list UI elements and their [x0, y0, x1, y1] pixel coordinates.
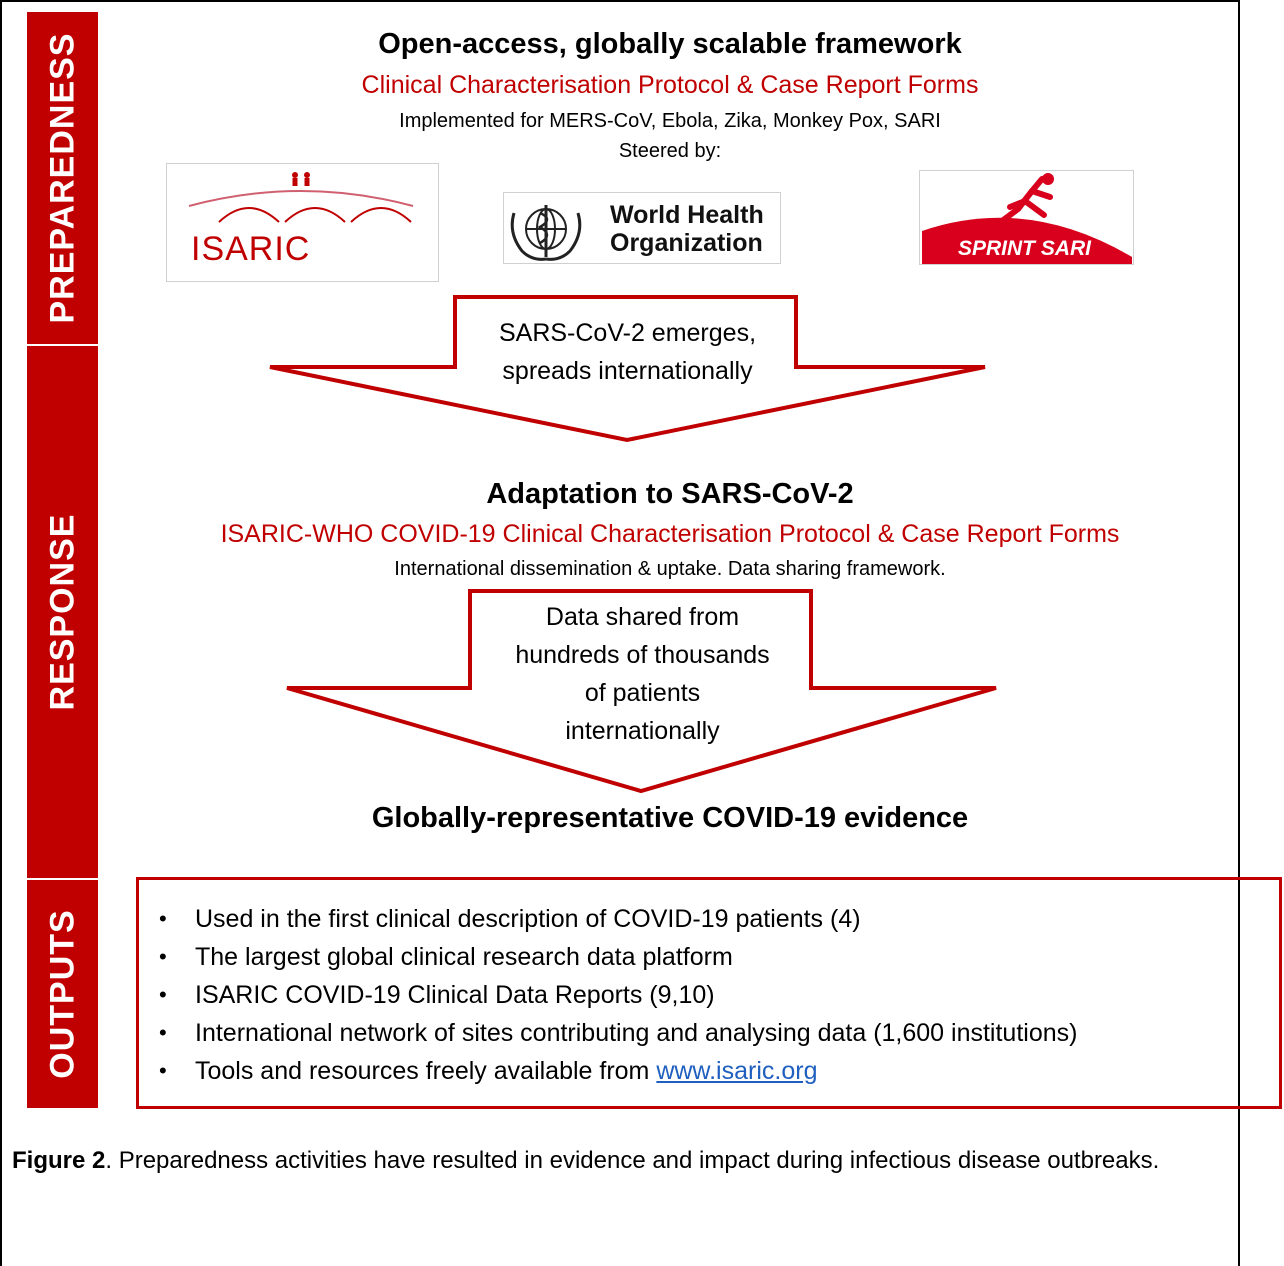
isaric-website-link[interactable]: www.isaric.org: [656, 1057, 818, 1085]
who-logo: World Health Organization: [503, 192, 781, 264]
response-note: International dissemination & uptake. Da…: [394, 558, 946, 580]
sprint-sari-logo: SPRINT SARI: [919, 170, 1134, 265]
sprint-sari-text: SPRINT SARI: [958, 237, 1092, 260]
steered-text: Steered by:: [618, 140, 722, 162]
arrow-2-line-1: Data shared from: [545, 603, 740, 631]
arrow-1: [269, 295, 986, 443]
caption-label: Figure 2: [12, 1147, 106, 1174]
output-item: Used in the first clinical description o…: [139, 900, 1279, 938]
arrow-2-line-3: of patients: [584, 679, 701, 707]
sprint-sari-graphic: [922, 173, 1132, 264]
arrow-1-text: SARS-CoV-2 emerges, spreads internationa…: [455, 314, 800, 390]
arrow-2: [286, 589, 997, 794]
arrow-1-line-1: SARS-CoV-2 emerges,: [498, 319, 757, 347]
isaric-logo-text: ISARIC: [191, 230, 311, 268]
output-item: The largest global clinical research dat…: [139, 938, 1279, 976]
evidence-title: Globally-representative COVID-19 evidenc…: [371, 802, 969, 834]
figure-frame: [0, 0, 1240, 1266]
figure-caption: Figure 2. Preparedness activities have r…: [12, 1143, 1222, 1179]
implemented-text: Implemented for MERS-CoV, Ebola, Zika, M…: [399, 110, 941, 132]
arrow-1-line-2: spreads internationally: [502, 357, 753, 385]
isaric-logo: ISARIC: [166, 163, 439, 282]
band-outputs: OUTPUTS: [27, 880, 98, 1108]
output-item: ISARIC COVID-19 Clinical Data Reports (9…: [139, 976, 1279, 1014]
output-item: International network of sites contribut…: [139, 1014, 1279, 1052]
isaric-arches-graphic: [188, 172, 414, 223]
arrow-2-line-2: hundreds of thousands: [515, 641, 770, 669]
caption-text: . Preparedness activities have resulted …: [105, 1147, 1160, 1174]
outputs-list: Used in the first clinical description o…: [139, 880, 1279, 1090]
arrow-2-line-4: internationally: [565, 717, 720, 745]
preparedness-subtitle: Clinical Characterisation Protocol & Cas…: [361, 71, 979, 99]
who-logo-text-1: World Health: [610, 201, 764, 229]
band-response: RESPONSE: [27, 346, 98, 878]
response-title: Adaptation to SARS-CoV-2: [486, 478, 854, 510]
response-subtitle: ISARIC-WHO COVID-19 Clinical Characteris…: [220, 520, 1120, 548]
output-item: Tools and resources freely available fro…: [139, 1052, 1279, 1090]
output-item-text: Tools and resources freely available fro…: [195, 1057, 657, 1085]
arrow-2-text: Data shared from hundreds of thousands o…: [470, 598, 815, 750]
who-logo-text-2: Organization: [610, 229, 763, 257]
preparedness-title: Open-access, globally scalable framework: [378, 28, 962, 60]
outputs-box: Used in the first clinical description o…: [136, 877, 1282, 1109]
band-preparedness: PREPAREDNESS: [27, 12, 98, 344]
who-emblem-icon: [510, 205, 582, 261]
